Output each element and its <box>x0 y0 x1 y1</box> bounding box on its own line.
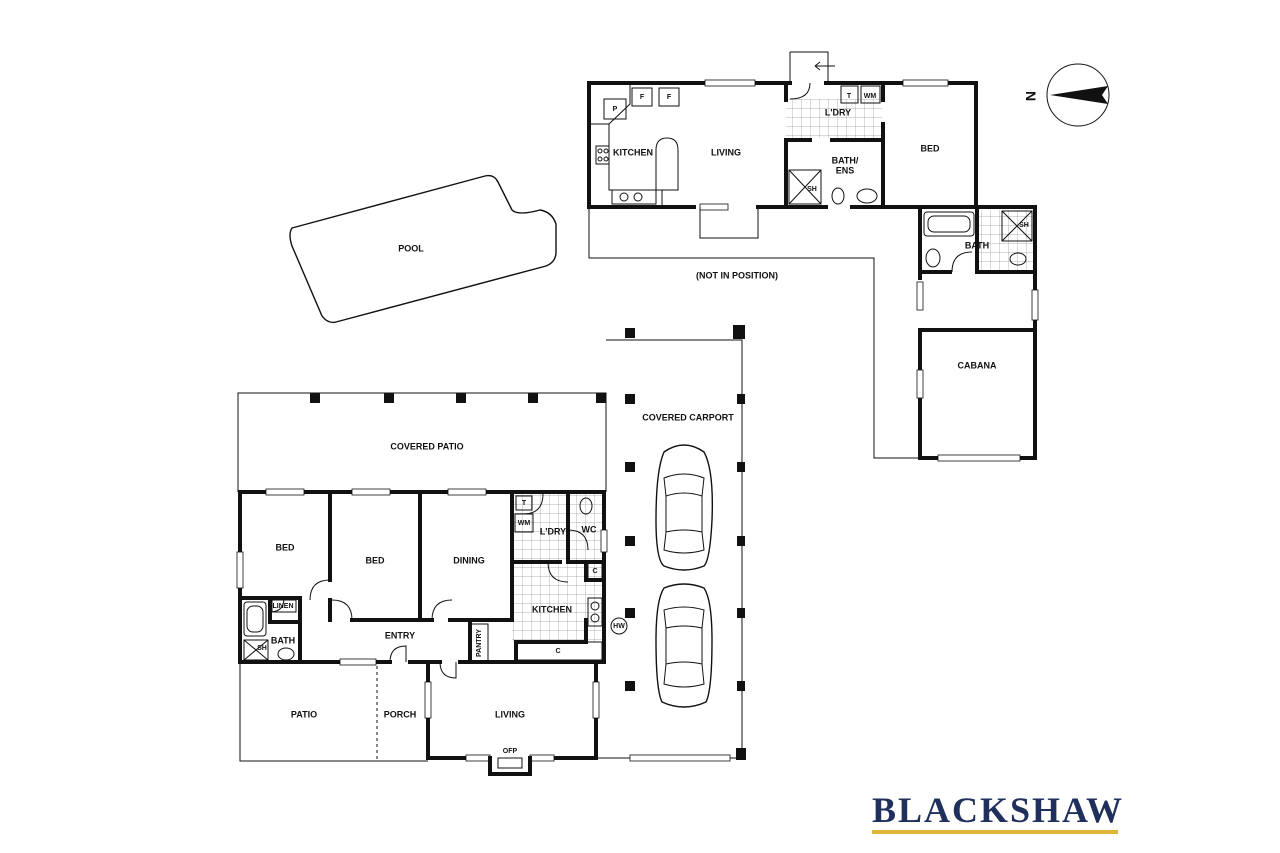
label-kitchen-main: KITCHEN <box>532 604 572 614</box>
fixture-shower-main: SH <box>257 645 267 652</box>
label-ofp: OFP <box>503 748 518 755</box>
label-covered-patio: COVERED PATIO <box>390 441 463 451</box>
fixture-pantry: P <box>613 106 618 113</box>
brand-logo: BLACKSHAW <box>872 790 1125 830</box>
covered-carport: COVERED CARPORT <box>596 325 746 762</box>
brand-underline <box>872 830 1118 834</box>
main-house: COVERED PATIO <box>236 392 628 776</box>
compass: N <box>1023 63 1110 127</box>
label-covered-carport: COVERED CARPORT <box>642 412 734 422</box>
label-not-in-position: (NOT IN POSITION) <box>696 270 778 280</box>
fixture-washing-machine-main: WM <box>518 520 531 527</box>
cabana-building: SH BATH CABANA <box>916 205 1039 462</box>
label-pantry: PANTRY <box>476 629 483 657</box>
compass-north-label: N <box>1023 91 1039 101</box>
label-bath-cabana: BATH <box>965 240 989 250</box>
label-patio: PATIO <box>291 709 317 719</box>
fixture-tub-main: T <box>522 500 527 507</box>
fixture-shower-ensuite: SH <box>807 186 817 193</box>
pool: POOL <box>289 174 557 324</box>
label-hw: HW <box>613 623 625 630</box>
label-living-main: LIVING <box>495 709 525 719</box>
label-linen: LINEN <box>273 603 294 610</box>
label-living-top: LIVING <box>711 147 741 157</box>
fixture-fridge-2: F <box>667 94 672 101</box>
car-icon-2 <box>655 583 713 708</box>
fixture-fridge-1: F <box>640 94 645 101</box>
fixture-cupboard-upper: C <box>592 568 597 575</box>
label-porch: PORCH <box>384 709 417 719</box>
label-kitchen-top: KITCHEN <box>613 147 653 157</box>
label-dining: DINING <box>453 555 485 565</box>
fixture-tub: T <box>847 93 852 100</box>
fixture-shower-cabana: SH <box>1019 222 1029 229</box>
label-laundry-top: L'DRY <box>825 107 851 117</box>
label-bed-1: BED <box>275 542 295 552</box>
label-bath-ens-2: ENS <box>836 165 855 175</box>
label-bath-ens: BATH/ <box>832 155 859 165</box>
label-entry: ENTRY <box>385 630 415 640</box>
top-building: P F F T WM SH KITCHEN LIVING L'DRY BATH/… <box>587 51 978 459</box>
label-wc: WC <box>582 524 597 534</box>
car-icon <box>655 444 713 571</box>
label-bed-2: BED <box>365 555 385 565</box>
fixture-cupboard-lower: C <box>555 648 560 655</box>
label-laundry-main: L'DRY <box>540 526 566 536</box>
label-cabana: CABANA <box>958 360 997 370</box>
fixture-washing-machine: WM <box>864 93 877 100</box>
label-bed-top: BED <box>920 143 940 153</box>
label-bath-main: BATH <box>271 635 295 645</box>
pool-label: POOL <box>398 243 424 253</box>
